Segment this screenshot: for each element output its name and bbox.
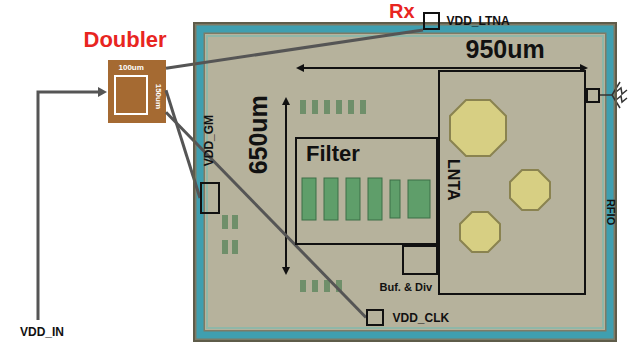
pin-name: VDD_LTNA xyxy=(447,15,510,28)
filter-block: Filter xyxy=(295,137,438,245)
dimension: 950um xyxy=(466,36,545,64)
supply-wire xyxy=(166,30,423,68)
chip-title: Doubler xyxy=(84,28,167,52)
block-label: Filter xyxy=(306,142,360,166)
capacitor-bank xyxy=(302,178,430,220)
rx-chip: RxFilterLNTABuf. & DivVDD_LTNAVDD_GMVDD_… xyxy=(193,22,617,342)
lnta-block: LNTA xyxy=(438,70,586,295)
die-core xyxy=(205,34,605,330)
doubler-outline xyxy=(115,76,147,114)
chip-title: Rx xyxy=(389,0,415,22)
rf-pad: RFIO xyxy=(586,88,600,103)
seal-ring xyxy=(200,29,610,335)
supply-pad: VDD_LTNA xyxy=(423,12,440,30)
supply-wire xyxy=(38,92,99,320)
pin-name: VDD_CLK xyxy=(393,312,450,325)
block-label: Buf. & Div xyxy=(380,281,433,293)
doubler-die xyxy=(108,60,166,123)
inductor xyxy=(450,100,550,252)
block-label: LNTA xyxy=(443,159,461,200)
die-edge xyxy=(193,22,617,342)
circuit-blocks xyxy=(222,100,366,292)
pin-name: VDD_GM xyxy=(203,114,216,165)
buffer-block: Buf. & Div xyxy=(402,245,438,275)
supply-pad: VDD_CLK xyxy=(366,309,384,326)
pin-name: RFIO xyxy=(605,199,617,225)
supply-pad: VDD_GM xyxy=(200,182,220,214)
dimension: 100um xyxy=(119,64,144,73)
arrow-head xyxy=(98,87,107,97)
dimension-arrow xyxy=(282,64,588,275)
antenna-symbol xyxy=(600,82,627,108)
inner-ring xyxy=(207,36,603,328)
dimension: 150um xyxy=(153,83,162,108)
signal-name: VDD_IN xyxy=(20,326,64,339)
dimension: 650um xyxy=(244,95,272,174)
